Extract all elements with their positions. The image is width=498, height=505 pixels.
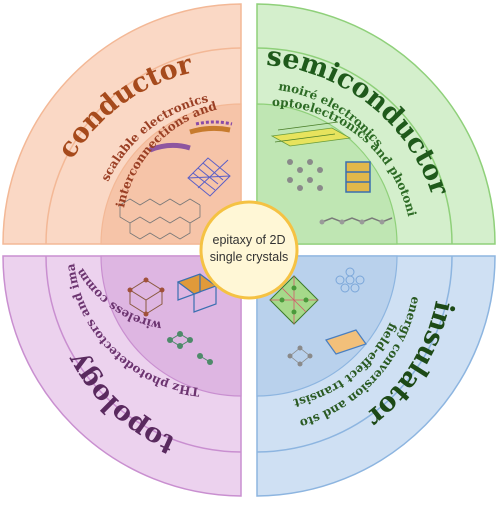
conductor-quadrant: conductor scalable electronics interconn… [0,0,242,245]
conductor-lattice-graphic [119,198,201,240]
conductor-blue-lattice-graphic [187,157,231,197]
conductor-chain-graphic [149,120,233,153]
center-badge: epitaxy of 2D single crystals [199,200,299,300]
center-label-line-1: epitaxy of 2D [213,233,286,247]
center-label-line-2: single crystals [210,250,289,264]
semiconductor-lattice-graphic [270,121,393,225]
insulator-lattice-graphic [269,267,367,367]
